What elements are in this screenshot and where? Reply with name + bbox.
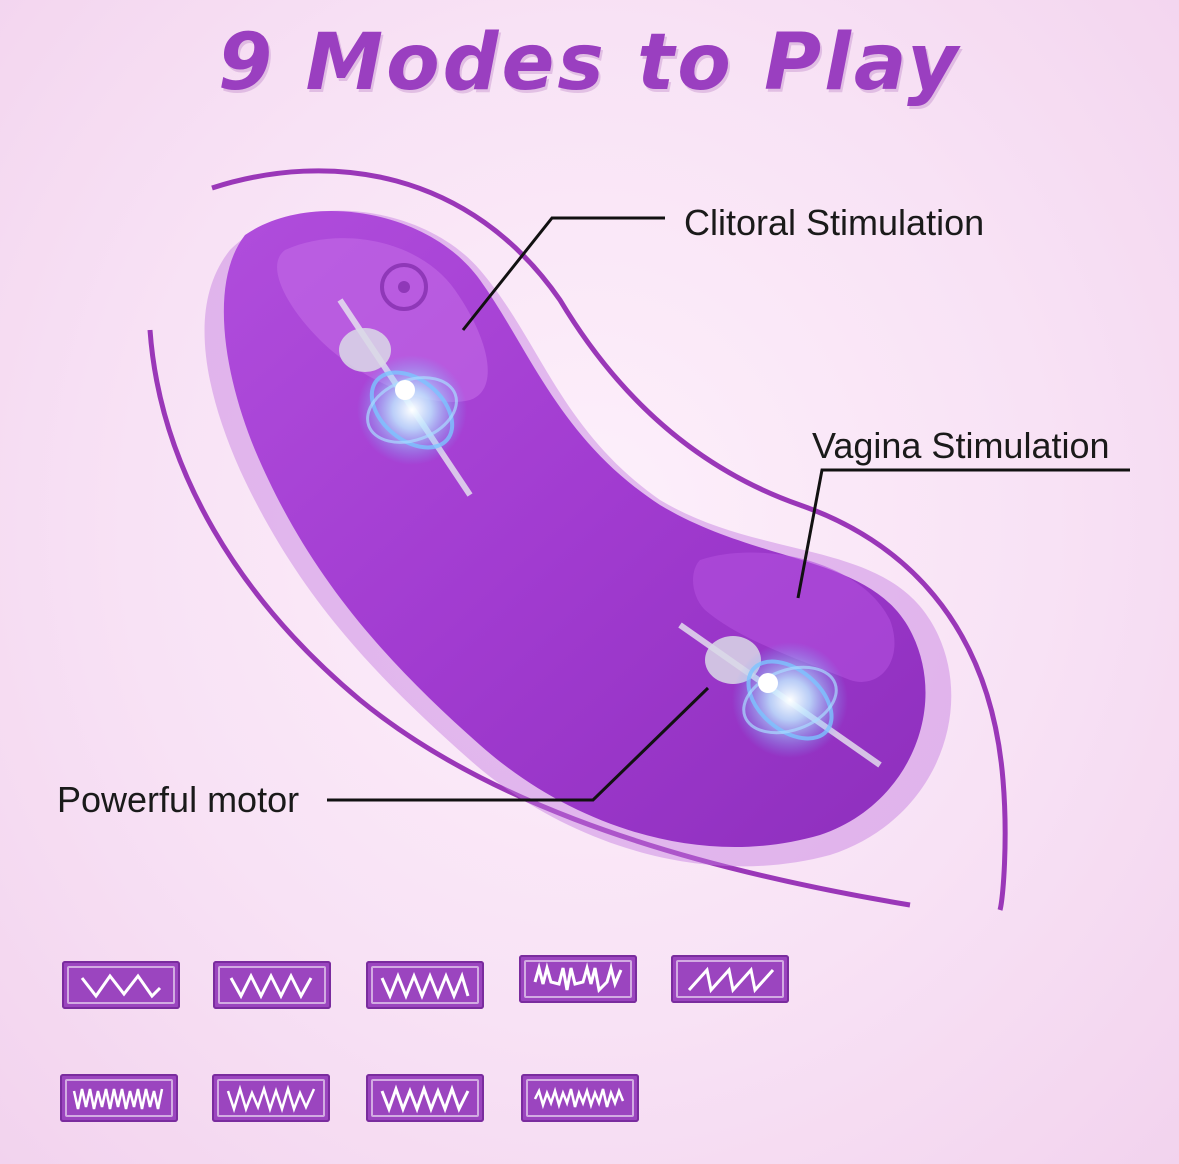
powerful-motor-label: Powerful motor [57,779,300,820]
wave-mode-2-icon [213,961,331,1009]
clitoral-leader-line [461,216,665,331]
outline-curve-lower [147,329,911,908]
product-ridge [693,552,895,682]
wave-mode-6-icon [60,1074,178,1122]
wave-mode-1-icon [62,961,180,1009]
wave-mode-4-icon [519,955,637,1003]
outline-curve [211,168,1008,911]
page-title: 9 Modes to Play [218,18,961,108]
wave-mode-7-icon [212,1074,330,1122]
power-button-icon [380,263,428,311]
wave-mode-5-icon [671,955,789,1003]
motor-1-icon [337,298,473,497]
clitoral-stimulation-label: Clitoral Stimulation [684,202,985,243]
wave-mode-8-icon [366,1074,484,1122]
wave-mode-3-icon [366,961,484,1009]
wave-mode-9-icon [521,1074,639,1122]
vagina-stimulation-label: Vagina Stimulation [812,425,1110,466]
vagina-leader-line [796,468,1130,599]
motor-2-icon [678,622,882,768]
motor-leader-line [327,686,710,802]
